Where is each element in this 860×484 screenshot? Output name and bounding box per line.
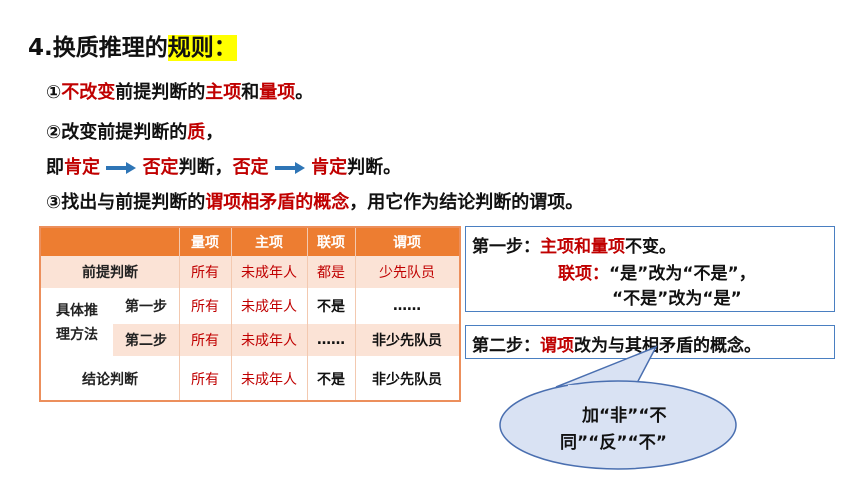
column-divider	[355, 228, 356, 400]
speech-bubble-body	[499, 380, 737, 470]
rule-2-detail: 即肯定 否定判断，否定 肯定判断。	[46, 153, 401, 179]
row-label-method: 具体推 理方法	[41, 290, 113, 356]
table-cell: 所有	[179, 324, 231, 356]
table-cell: 非少先队员	[355, 324, 459, 356]
bubble-line-2: 同”“反”“不”	[560, 433, 667, 453]
table-cell: 所有	[191, 299, 219, 315]
column-divider	[307, 228, 308, 400]
rule-1: ①不改变前提判断的主项和量项。	[46, 78, 313, 104]
box2-line: 第二步：谓项改为与其相矛盾的概念。	[472, 331, 761, 356]
box1-line-3: “不是”改为“是”	[612, 289, 742, 309]
table-cell: 非少先队员	[372, 372, 442, 388]
rule-3-red-1: 谓项相矛盾的概念	[205, 192, 350, 213]
method-label-line-1: 具体推	[56, 303, 98, 319]
rule-2b-text-1: 即	[46, 157, 64, 178]
table-cell: 所有	[179, 256, 231, 288]
column-divider	[231, 228, 232, 400]
rule-1-red-1: 不改变	[61, 82, 116, 103]
rule-2b-red-4: 肯定	[311, 157, 348, 178]
row-label-step1: 第一步	[125, 299, 167, 315]
rule-1-text-2: 和	[241, 82, 260, 103]
table-header-cell: 主项	[231, 228, 307, 256]
table-cell: 少先队员	[355, 256, 459, 288]
box1-l1-label: 第一步：	[472, 237, 540, 257]
rule-1-text-1: 前提判断的	[115, 82, 206, 103]
rule-3-text-1: 找出与前提判断的	[61, 192, 206, 213]
table-cell: ……	[393, 298, 421, 314]
speech-bubble-joint	[567, 383, 637, 389]
box1-line-1: 第一步：主项和量项不变。	[472, 232, 676, 257]
table-cell: ……	[307, 324, 355, 356]
table-cell: 未成年人	[231, 256, 307, 288]
box2-text: 改为与其相矛盾的概念。	[574, 336, 761, 356]
box1-l2-text: “是”改为“不是”，	[609, 264, 756, 284]
table-header-cell: 联项	[307, 228, 355, 256]
method-label-line-2: 理方法	[56, 327, 98, 343]
box1-l2-red: 联项：	[558, 264, 609, 284]
box2-red: 谓项	[540, 336, 574, 356]
rule-2b-red-2: 否定	[142, 157, 179, 178]
rule-2-text-1: 改变前提判断的	[61, 122, 188, 143]
speech-bubble	[499, 345, 737, 470]
rule-2b-text-2: 判断，	[178, 157, 233, 178]
title-prefix: 4.换质推理的	[28, 35, 168, 61]
rule-3-text-2: ，用它作为结论判断的谓项。	[349, 192, 584, 213]
rule-2-text-2: ，	[205, 122, 224, 143]
step1-explanation-box: 第一步：主项和量项不变。 联项：“是”改为“不是”， “不是”改为“是”	[465, 226, 835, 312]
arrow-right-icon	[274, 162, 305, 174]
rule-1-number: ①	[46, 82, 62, 103]
box2-label: 第二步：	[472, 336, 540, 356]
rule-3-number: ③	[46, 192, 62, 213]
rule-2-number: ②	[46, 122, 62, 143]
table-cell: 未成年人	[241, 299, 297, 315]
table-header-blank	[41, 228, 179, 256]
row-label-step2: 第二步	[113, 324, 179, 356]
table-header-cell: 谓项	[355, 228, 459, 256]
table-cell: 不是	[317, 372, 345, 388]
box1-l1-red: 主项和量项	[540, 237, 625, 257]
bubble-line-1: 加“非”“不	[582, 406, 667, 426]
rule-3: ③找出与前提判断的谓项相矛盾的概念，用它作为结论判断的谓项。	[46, 188, 583, 214]
table-cell: 未成年人	[241, 372, 297, 388]
arrow-right-icon	[106, 162, 137, 174]
title-highlight: 规则：	[167, 35, 237, 61]
table-cell: 所有	[191, 372, 219, 388]
rule-2b-text-3: 判断。	[347, 157, 402, 178]
rule-2: ②改变前提判断的质，	[46, 118, 223, 144]
rule-1-text-3: 。	[295, 82, 314, 103]
inference-table: 量项 主项 联项 谓项 前提判断 所有 未成年人 都是 少先队员 具体推 理方法…	[39, 226, 461, 402]
page-title: 4.换质推理的规则：	[28, 28, 237, 62]
table-cell: 未成年人	[231, 324, 307, 356]
box1-line-2: 联项：“是”改为“不是”，	[558, 259, 756, 284]
column-divider	[179, 228, 180, 400]
rule-2-red-1: 质	[187, 122, 206, 143]
box1-l1-text: 不变。	[625, 237, 676, 257]
rule-2b-red-1: 肯定	[64, 157, 100, 178]
table-header-cell: 量项	[179, 228, 231, 256]
rule-1-red-2: 主项	[205, 82, 242, 103]
row-label-premise: 前提判断	[41, 256, 179, 288]
rule-2b-red-3: 否定	[232, 157, 269, 178]
rule-1-red-3: 量项	[259, 82, 296, 103]
table-cell: 都是	[307, 256, 355, 288]
row-label-conclusion: 结论判断	[82, 372, 138, 388]
table-cell: 不是	[317, 299, 345, 315]
